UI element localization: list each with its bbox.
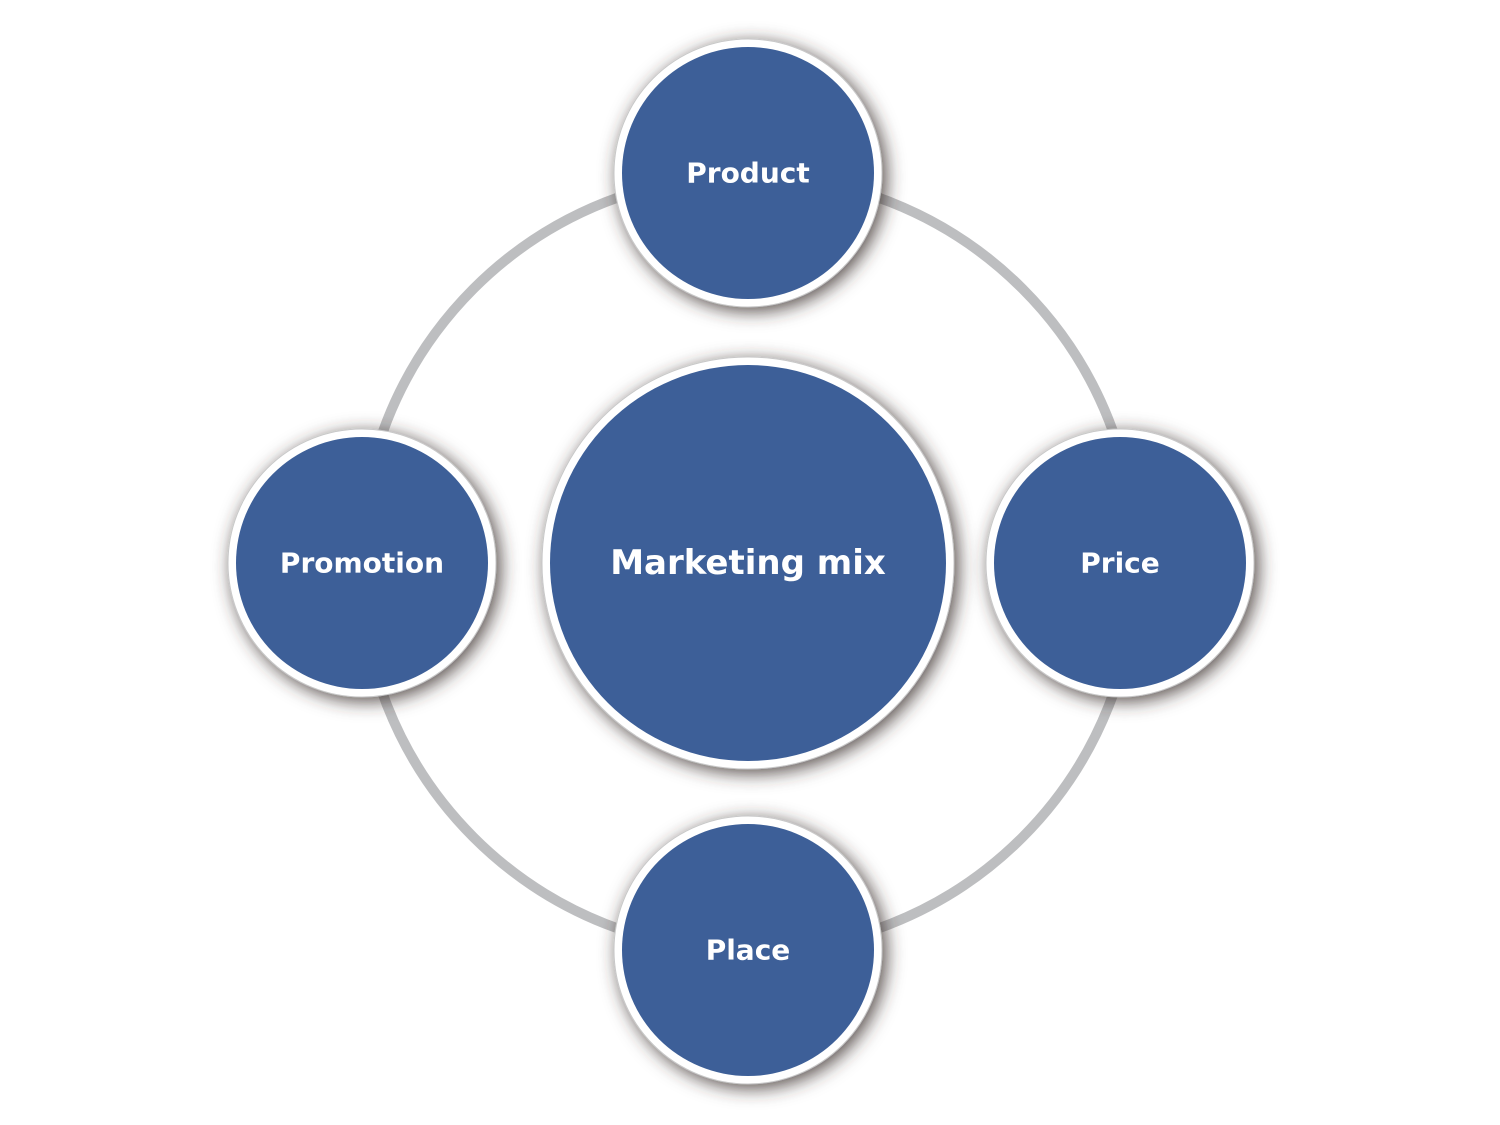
node-place — [613, 815, 883, 1085]
node-product-label: Product — [686, 157, 810, 190]
node-place-label: Place — [706, 934, 791, 967]
center-node — [541, 356, 955, 770]
node-price-label: Price — [1080, 547, 1160, 580]
node-price — [985, 428, 1255, 698]
node-product — [613, 38, 883, 308]
node-promotion — [227, 428, 497, 698]
node-promotion-label: Promotion — [280, 547, 444, 580]
center-label: Marketing mix — [610, 543, 886, 583]
